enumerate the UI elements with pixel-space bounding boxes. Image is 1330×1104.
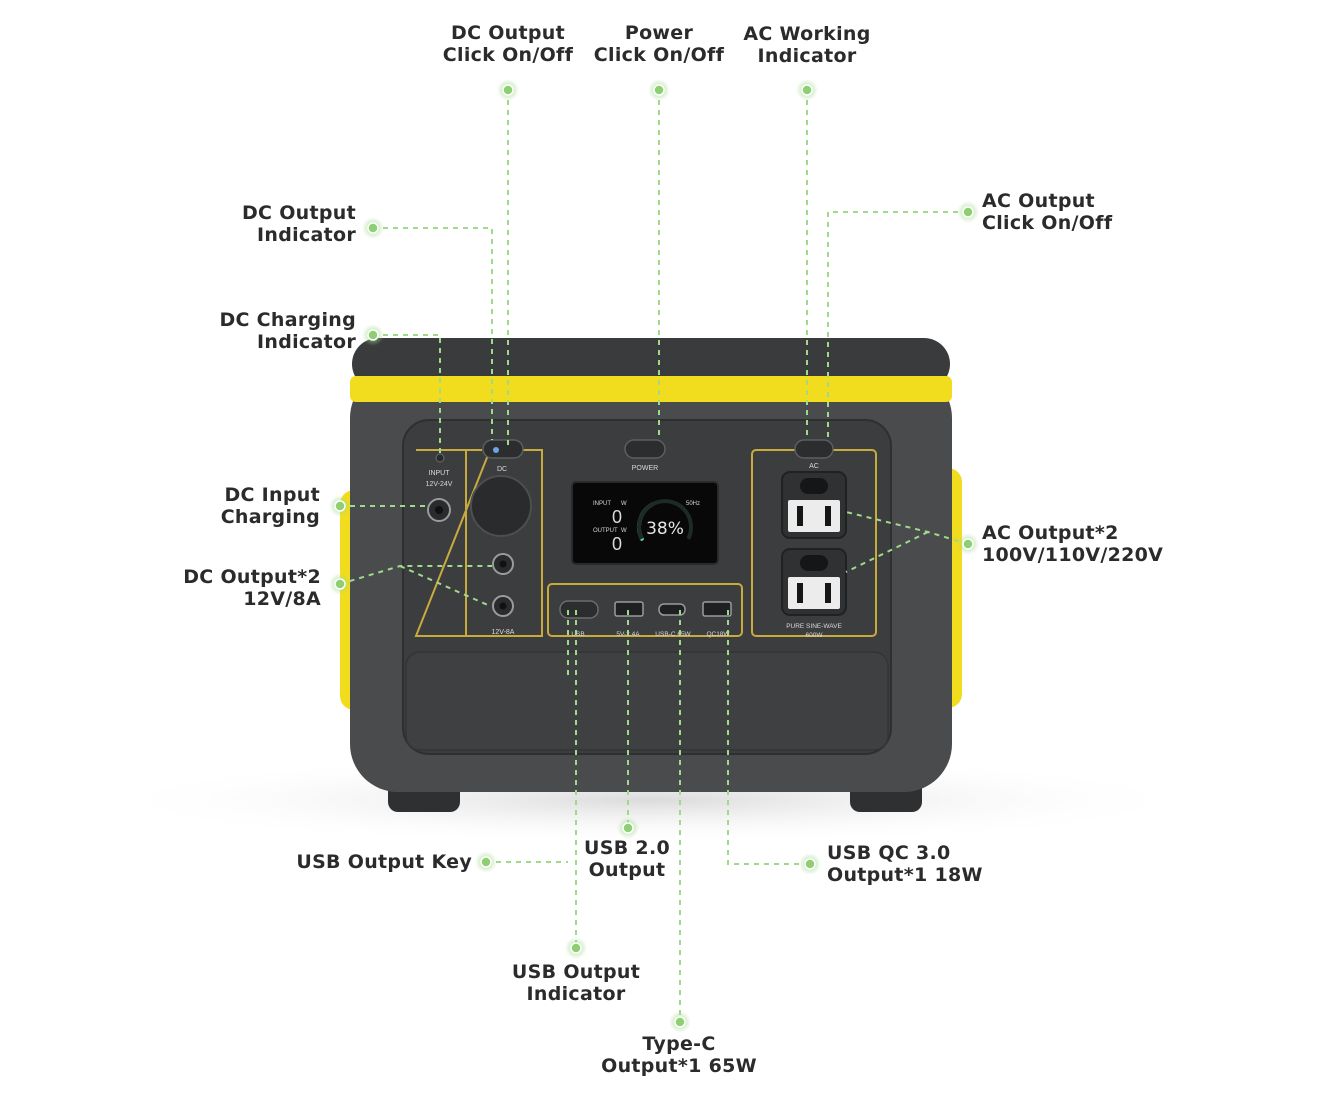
callout-line-1: DC Output*2: [183, 566, 321, 588]
usb-a-port[interactable]: [614, 601, 644, 617]
callout-line-2: Output*1 65W: [601, 1055, 757, 1077]
lcd-input-label: INPUT: [593, 501, 611, 507]
callout-line-2: Click On/Off: [442, 44, 574, 66]
leader-lines: [339, 90, 969, 1022]
callout-line-2: Click On/Off: [982, 212, 1113, 234]
usb-label: USB: [571, 631, 584, 638]
ac-power-label: 600W: [806, 632, 824, 639]
callout-line-1: USB Output Key: [296, 851, 472, 873]
callout-line-1: USB QC 3.0: [827, 842, 951, 864]
callout-line-2: 12V/8A: [243, 588, 321, 610]
callout-dot-dc-output-click: [502, 84, 514, 96]
usbc-rating: USB-C 65W: [655, 631, 691, 638]
callout-line-1: USB Output: [511, 961, 641, 983]
callout-usb-output-key: USB Output Key: [296, 851, 472, 873]
battery-percent: 38%: [646, 519, 684, 539]
callout-line-1: AC Working: [743, 23, 871, 45]
usb-qc-port[interactable]: [702, 601, 732, 617]
callout-dot-usb-output-key: [480, 856, 492, 868]
callout-dot-dc-output-indicator: [367, 222, 379, 234]
callout-dot-ac-working-indicator: [801, 84, 813, 96]
usb-panel-outline: [547, 583, 743, 637]
callout-dot-ac-output-click: [962, 206, 974, 218]
callout-dot-typec-output: [674, 1016, 686, 1028]
ac-outlet-1[interactable]: [781, 471, 847, 539]
callout-dot-usb-qc30: [804, 858, 816, 870]
callout-line-1: Power: [624, 22, 694, 44]
battery-arc-track: [637, 499, 693, 540]
dc-port-2-pin: [499, 602, 507, 610]
callout-dc-output-x2: DC Output*2 12V/8A: [183, 566, 321, 610]
callout-line-2: Indicator: [526, 983, 626, 1005]
callout-line-1: DC Charging: [219, 309, 356, 331]
yellow-band: [350, 376, 952, 402]
lcd-frequency: 50Hz: [686, 501, 700, 507]
power-station: INPUT 12V-24V DC 12V-8A POWER INPUT W 0 …: [340, 338, 962, 812]
callout-ac-output-x2: AC Output*2 100V/110V/220V: [982, 522, 1163, 566]
input-label: INPUT: [429, 470, 451, 477]
callout-power-click: Power Click On/Off: [594, 22, 724, 66]
callout-dc-output-indicator: DC Output Indicator: [242, 202, 356, 246]
callout-line-2: Output*1 18W: [827, 864, 983, 886]
dc-rating: 12V-8A: [492, 629, 515, 636]
dc-port-1-pin: [499, 560, 507, 568]
callout-dot-power-click: [653, 84, 665, 96]
callout-line-1: Type-C: [642, 1033, 716, 1055]
lcd-output-value: 0: [612, 534, 622, 554]
callout-line-1: AC Output: [982, 190, 1095, 212]
callout-typec-output: Type-C Output*1 65W: [601, 1033, 757, 1077]
callout-ac-working-indicator: AC Working Indicator: [743, 23, 870, 67]
dc-output-led: [493, 447, 499, 453]
callout-usb-output-indicator: USB Output Indicator: [512, 961, 640, 1005]
callout-line-2: Click On/Off: [593, 44, 725, 66]
power-button[interactable]: [624, 439, 666, 459]
callout-dc-charging-indicator: DC Charging Indicator: [219, 309, 356, 353]
callout-dot-usb-output-indicator: [570, 942, 582, 954]
car-socket[interactable]: [470, 475, 532, 537]
callout-line-2: Output: [588, 859, 666, 881]
lcd-input-unit: W: [621, 501, 627, 507]
callout-dot-ac-output-x2: [962, 538, 974, 550]
dc-charging-led: [435, 453, 445, 463]
sine-wave-label: PURE SINE-WAVE: [786, 623, 842, 630]
callout-dot-dc-output-x2: [334, 578, 346, 590]
callout-dc-output-click: DC Output Click On/Off: [443, 22, 573, 66]
ac-outlet-2[interactable]: [781, 548, 847, 616]
dc-panel-outline: [414, 449, 543, 637]
callout-usb20-output: USB 2.0 Output: [584, 837, 670, 881]
dc-label: DC: [497, 466, 507, 473]
callout-dc-input-charging: DC Input Charging: [221, 484, 320, 528]
lcd-input-value: 0: [612, 507, 622, 527]
callout-line-2: 100V/110V/220V: [982, 544, 1164, 566]
usb-c-port[interactable]: [658, 603, 686, 616]
lcd-screen: [571, 481, 719, 565]
ac-label: AC: [809, 463, 819, 470]
dc-button[interactable]: [482, 439, 524, 459]
callout-line-2: Indicator: [257, 331, 356, 353]
callout-ac-output-click: AC Output Click On/Off: [982, 190, 1112, 234]
lcd-output-unit: W: [621, 528, 627, 534]
callout-line-2: Indicator: [257, 224, 356, 246]
callout-dot-dc-charging-indicator: [367, 329, 379, 341]
callout-line-2: Charging: [220, 506, 320, 528]
callout-line-1: AC Output*2: [982, 522, 1119, 544]
input-voltage: 12V-24V: [426, 481, 453, 488]
ac-button[interactable]: [794, 439, 834, 459]
lcd-output-label: OUTPUT: [593, 528, 618, 534]
callout-dot-dc-input-charging: [334, 500, 346, 512]
callout-usb-qc30: USB QC 3.0 Output*1 18W: [827, 842, 983, 886]
qc-rating: QC18W: [706, 631, 730, 638]
lower-cover: [405, 651, 889, 751]
callout-line-2: Indicator: [757, 45, 857, 67]
callout-line-1: DC Input: [224, 484, 320, 506]
power-label: POWER: [632, 465, 658, 472]
callout-line-1: DC Output: [241, 202, 356, 224]
usb-button[interactable]: [559, 600, 599, 619]
callout-line-1: USB 2.0: [584, 837, 670, 859]
callout-dot-usb20-output: [622, 822, 634, 834]
callout-dots: [329, 79, 979, 1033]
callout-line-1: DC Output: [450, 22, 566, 44]
dc-input-port-pin: [435, 506, 443, 514]
